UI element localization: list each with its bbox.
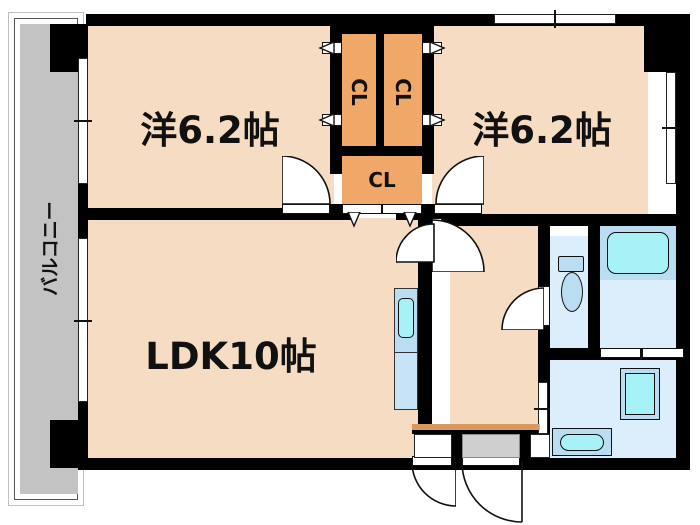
closet-door-right-arrows bbox=[429, 40, 446, 128]
bath-door-panel-right[interactable] bbox=[642, 348, 684, 358]
closet-right-label: CL bbox=[391, 78, 415, 106]
wall-genkan-south-left bbox=[86, 458, 416, 470]
closet-door-left-arrows bbox=[318, 40, 335, 128]
wall-right-bedroom-west bbox=[422, 24, 434, 174]
hall-door-swing bbox=[432, 219, 485, 272]
closet-center-label: CL bbox=[368, 168, 396, 192]
washbasin-icon bbox=[560, 434, 604, 451]
washroom-door-mullion bbox=[534, 408, 552, 410]
wall-closet-top bbox=[330, 24, 434, 34]
hall-top-strip bbox=[412, 424, 540, 430]
kitchen-sink-icon bbox=[398, 298, 414, 338]
toilet-tank-icon bbox=[558, 256, 584, 272]
balcony-label: バルコニー bbox=[39, 201, 62, 296]
genkan-shoe-box bbox=[530, 434, 550, 458]
wall-closet-divider bbox=[376, 34, 384, 146]
washing-machine-drum-icon bbox=[625, 373, 655, 415]
entrance-door-left-swing bbox=[411, 462, 456, 507]
wall-genkan-divider-left bbox=[452, 424, 462, 470]
wall-left-bedroom-east bbox=[330, 24, 342, 174]
closet-left bbox=[342, 34, 376, 146]
balcony-window-upper-mullion bbox=[74, 120, 92, 122]
right-room-door-swing bbox=[435, 156, 484, 205]
wall-genkan-divider-right bbox=[520, 424, 530, 470]
wall-east-lower bbox=[676, 226, 690, 464]
closet-door-center-arrows bbox=[347, 212, 417, 228]
left-room-door-swing bbox=[282, 156, 331, 205]
balcony-window-lower-mullion bbox=[74, 320, 92, 322]
entrance-tile bbox=[462, 434, 520, 458]
right-room-window-mullion bbox=[662, 127, 680, 129]
wall-closet-middle bbox=[330, 146, 434, 156]
right-bedroom-label: 洋6.2帖 bbox=[472, 109, 612, 152]
bathtub-icon bbox=[607, 232, 669, 274]
toilet-bowl-icon bbox=[561, 272, 583, 312]
wall-west-inner-upper bbox=[78, 24, 88, 60]
kitchen-opening-swing bbox=[396, 223, 435, 263]
closet-door-center-right-panel[interactable] bbox=[382, 204, 422, 214]
room-floor-ldk bbox=[86, 218, 418, 470]
wc-door-swing bbox=[501, 287, 544, 330]
bath-door-panel-left[interactable] bbox=[600, 348, 642, 358]
bath-door-mullion bbox=[640, 344, 642, 362]
entrance-door-right-swing bbox=[461, 462, 523, 523]
wall-west-inner-lower bbox=[78, 400, 88, 470]
genkan-step-left bbox=[414, 434, 452, 458]
closet-door-center-left-panel[interactable] bbox=[342, 204, 382, 214]
kitchen-counter-lower bbox=[394, 352, 418, 410]
wall-wc-east bbox=[588, 226, 600, 348]
wall-wc-south bbox=[538, 348, 600, 360]
closet-right bbox=[384, 34, 422, 146]
wall-east-upper bbox=[676, 14, 690, 226]
balcony-floor bbox=[20, 24, 78, 494]
right-room-top-window-mullion bbox=[554, 10, 556, 28]
ldk-label: LDK10帖 bbox=[145, 335, 317, 378]
left-bedroom-label: 洋6.2帖 bbox=[140, 109, 280, 152]
wall-right-bedroom-south bbox=[430, 214, 680, 226]
closet-center bbox=[342, 156, 422, 204]
closet-left-label: CL bbox=[347, 78, 371, 106]
wall-ldk-east bbox=[418, 218, 432, 470]
